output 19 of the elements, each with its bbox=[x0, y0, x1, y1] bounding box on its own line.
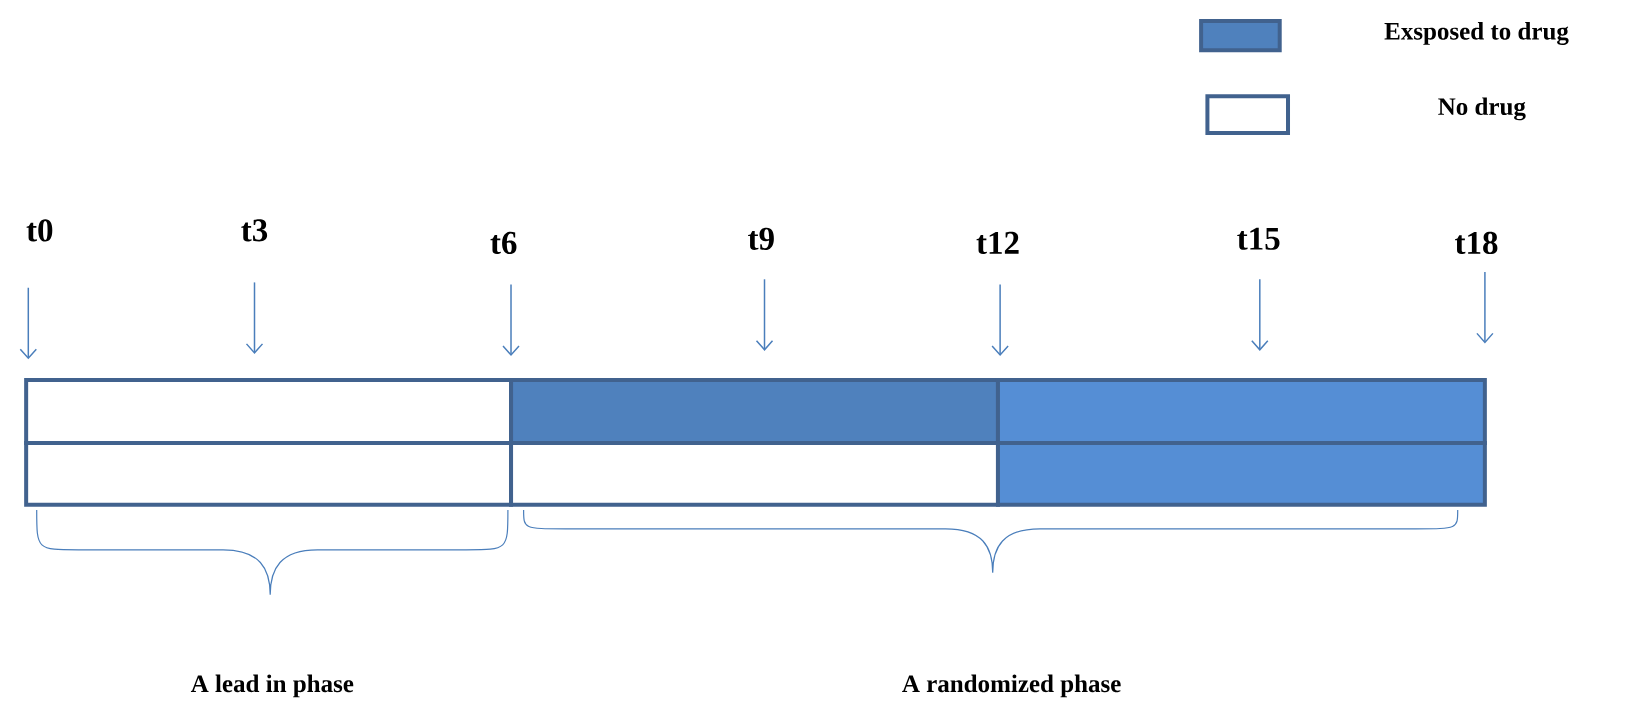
time-label: t18 bbox=[1455, 231, 1498, 255]
time-label: t9 bbox=[748, 227, 774, 250]
legend-label: No drug bbox=[1438, 97, 1526, 121]
arrow bbox=[1476, 271, 1494, 344]
arrow bbox=[502, 283, 520, 357]
arrow bbox=[245, 281, 264, 354]
time-label: t3 bbox=[241, 219, 268, 242]
legend-label: Exsposed to drug bbox=[1384, 22, 1569, 45]
time-label: t15 bbox=[1237, 227, 1280, 250]
phase-label: A lead in phase bbox=[190, 674, 354, 698]
time-label: t0 bbox=[26, 219, 53, 242]
arrow bbox=[991, 283, 1009, 357]
arrow bbox=[755, 278, 774, 351]
bar-segment bbox=[995, 441, 1487, 507]
time-label: t12 bbox=[976, 231, 1019, 254]
arrow bbox=[1251, 278, 1269, 351]
phase-label: A randomized phase bbox=[902, 674, 1121, 698]
time-label: t6 bbox=[490, 231, 517, 254]
arrow bbox=[19, 287, 38, 360]
